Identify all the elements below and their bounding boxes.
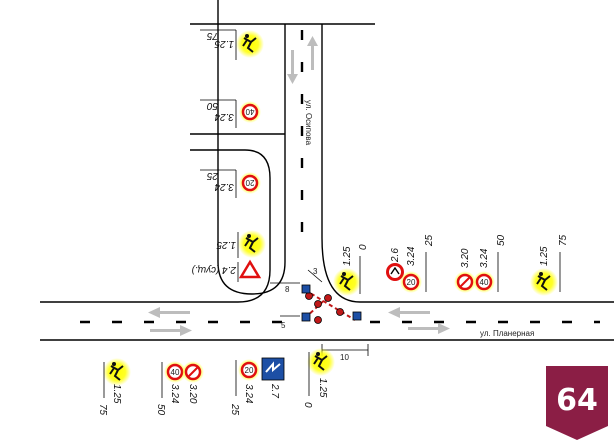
sign-mid-125: 1.25 — [216, 229, 267, 259]
sign-b-75-dist: 75 — [97, 404, 108, 416]
sign-b-25-limit: 20 — [245, 366, 254, 375]
sign-top-50-dist: 50 — [206, 100, 218, 111]
sign-r-50-code2: 3.24 — [479, 248, 490, 268]
direction-arrows — [148, 36, 450, 336]
dimensions: 8 5 10 3 — [270, 267, 369, 362]
street-label-vertical: ул. Осипова — [304, 100, 313, 146]
sign-mid-125-code: 1.25 — [216, 239, 236, 250]
number-badge: 64 — [546, 366, 608, 440]
road-edges — [40, 0, 614, 341]
sign-r-50-dist: 50 — [496, 234, 507, 246]
sign-b-0-dist: 0 — [302, 402, 313, 408]
sign-r-25-limit: 20 — [407, 278, 416, 287]
sign-b-50-code1: 3.24 — [169, 384, 180, 404]
sign-b-0: 0 1.25 — [302, 347, 336, 408]
dim-3: 3 — [313, 267, 318, 276]
sign-r-25-code1: 2.6 — [390, 248, 401, 263]
lane-markings — [80, 30, 600, 324]
sign-top-75-code: 1.25 — [214, 38, 234, 49]
dim-8: 8 — [285, 285, 290, 294]
sign-r-25-dist: 25 — [424, 234, 435, 247]
sign-mid-24-code: 2.4 (сущ.) — [191, 264, 237, 275]
sign-top-50-code: 3.24 — [214, 111, 234, 122]
sign-b-25: 20 25 3.24 2.7 — [229, 357, 285, 416]
sign-b-50-code2: 3.20 — [187, 384, 198, 404]
sign-mid-25-dist: 25 — [206, 170, 219, 181]
sign-r-50-limit: 40 — [480, 278, 489, 287]
sign-top-50-limit: 40 — [245, 107, 254, 116]
sign-r-50: 40 50 3.20 3.24 — [454, 234, 507, 293]
sign-b-25-dist: 25 — [229, 403, 240, 416]
sign-r-75-dist: 75 — [558, 234, 569, 246]
sign-b-25-code1: 3.24 — [243, 384, 254, 404]
sign-b-50-dist: 50 — [155, 404, 166, 416]
dim-5: 5 — [281, 321, 286, 330]
sign-mid-25-code: 3.24 — [214, 181, 234, 192]
sign-mid-25: 20 25 3.24 — [200, 169, 261, 198]
sign-b-75-code: 1.25 — [111, 384, 122, 404]
sign-top-75: 75 1.25 — [200, 29, 265, 60]
work-zone — [301, 284, 362, 324]
sign-b-0-code: 1.25 — [317, 378, 328, 398]
dim-10: 10 — [340, 353, 349, 362]
sign-b-50-limit: 40 — [171, 368, 180, 377]
sign-r-75: 75 1.25 — [529, 234, 569, 297]
badge-number: 64 — [556, 383, 598, 418]
sign-r-75-code: 1.25 — [539, 246, 550, 266]
sign-b-50: 40 50 3.24 3.20 — [155, 361, 204, 416]
sign-b-25-code2: 2.7 — [269, 383, 280, 398]
sign-r-0: 0 1.25 — [332, 244, 369, 297]
sign-top-50: 40 50 3.24 — [200, 99, 261, 128]
sign-top-75-dist: 75 — [206, 30, 218, 41]
sign-r-25: 20 25 2.6 3.24 — [386, 234, 435, 293]
sign-r-0-dist: 0 — [358, 244, 369, 250]
sign-mid-24: 2.4 (сущ.) — [191, 259, 262, 282]
sign-r-0-code: 1.25 — [342, 246, 353, 266]
sign-r-25-code2: 3.24 — [406, 246, 417, 266]
sign-r-50-code1: 3.20 — [460, 248, 471, 268]
sign-b-75: 75 1.25 — [97, 357, 132, 416]
sign-mid-25-limit: 20 — [245, 178, 254, 187]
street-label-horizontal: ул. Планерная — [480, 329, 534, 338]
